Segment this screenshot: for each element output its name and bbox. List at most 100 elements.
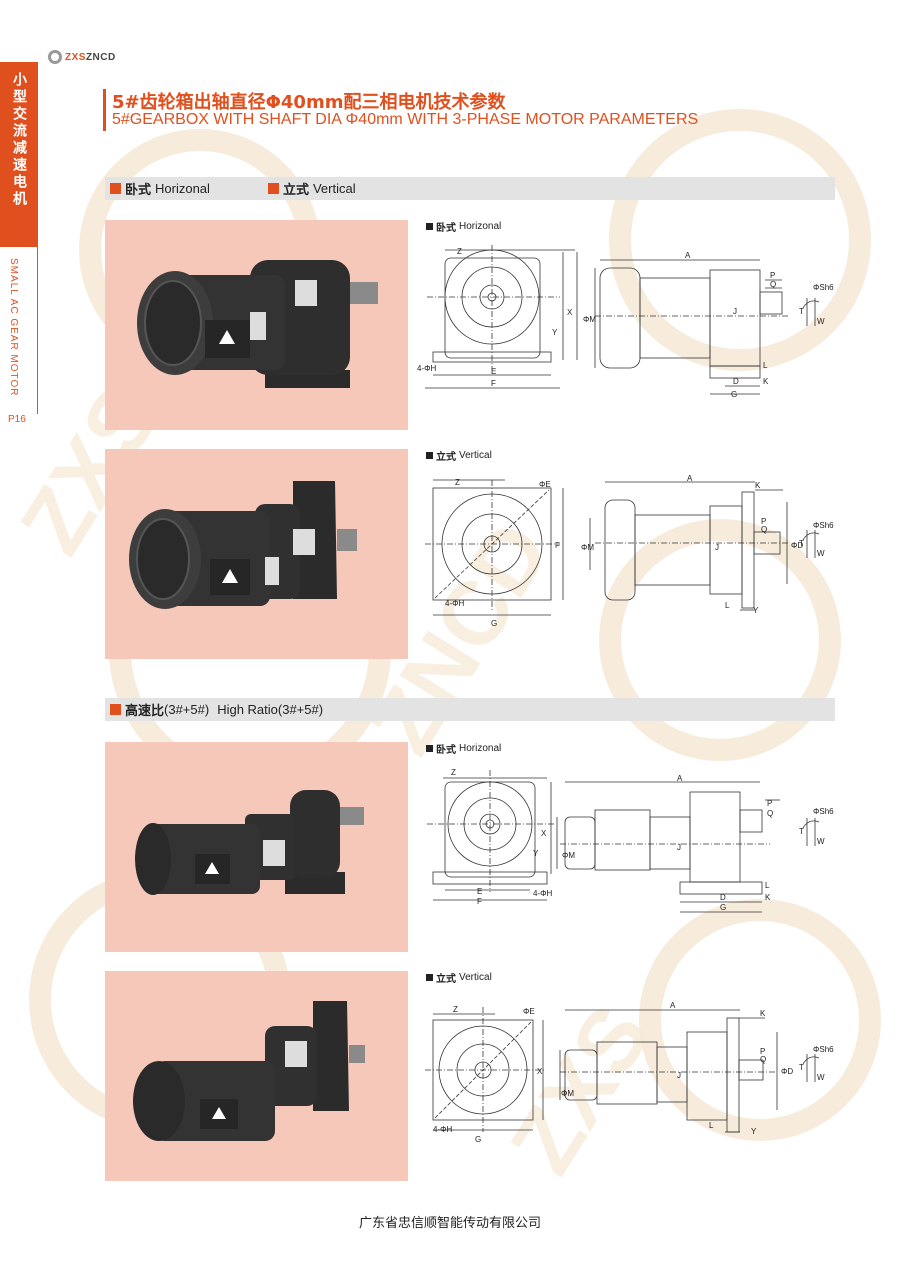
dim-j: J xyxy=(677,1071,681,1080)
dim-s: ΦSh6 xyxy=(813,283,834,292)
dim-s: ΦSh6 xyxy=(813,521,834,530)
dim-g: G xyxy=(731,390,737,399)
side-tab-title: 小型交流减速电机 xyxy=(11,72,27,208)
section-tab-high-ratio: 高速比 (3#+5#) High Ratio(3#+5#) xyxy=(110,700,323,719)
footer-company-name: 广东省忠信顺智能传动有限公司 xyxy=(358,1216,541,1231)
dim-q: Q xyxy=(761,525,767,534)
dim-z: Z xyxy=(453,1005,458,1014)
dim-x: X xyxy=(541,829,547,838)
dim-w: W xyxy=(817,837,825,846)
dim-f: F xyxy=(555,541,560,550)
section-tab-horizontal: 卧式 Horizonal xyxy=(110,179,210,198)
dim-h: 4-ΦH xyxy=(433,1125,452,1134)
dim-e: E xyxy=(491,367,496,376)
dim-a: A xyxy=(687,474,693,483)
gear-icon xyxy=(48,50,62,64)
dim-w: W xyxy=(817,1073,825,1082)
dim-y: Y xyxy=(552,328,558,337)
dim-k: K xyxy=(763,377,769,386)
page-title-cn: 5#齿轮箱出轴直径Φ40mm配三相电机技术参数 xyxy=(112,92,506,113)
dim-k: K xyxy=(760,1009,766,1018)
dim-e: E xyxy=(477,887,482,896)
dim-h: 4-ΦH xyxy=(533,889,552,898)
dim-j: J xyxy=(677,843,681,852)
drawing-label-horizontal: 卧式 Horizonal xyxy=(426,219,501,234)
dim-l: L xyxy=(765,881,770,890)
dim-w: W xyxy=(817,549,825,558)
dim-q: Q xyxy=(770,280,776,289)
dim-g: G xyxy=(720,903,726,912)
dim-t: T xyxy=(799,1063,804,1072)
dim-z: Z xyxy=(455,478,460,487)
drawing-label-high-ratio-horizontal: 卧式 Horizonal xyxy=(426,741,501,756)
dim-j: J xyxy=(715,543,719,552)
photo-high-ratio-horizontal xyxy=(105,742,408,952)
drawing-label-high-ratio-vertical: 立式 Vertical xyxy=(426,970,492,985)
drawing-label-vertical: 立式 Vertical xyxy=(426,448,492,463)
dim-d: D xyxy=(720,893,726,902)
dim-pe: ΦE xyxy=(539,480,551,489)
dim-q: Q xyxy=(760,1055,766,1064)
dim-w: W xyxy=(817,317,825,326)
title-accent-bar xyxy=(103,89,106,131)
square-bullet-icon xyxy=(110,183,121,194)
page-title-en: 5#GEARBOX WITH SHAFT DIA Φ40mm WITH 3-PH… xyxy=(112,111,699,128)
dim-q: Q xyxy=(767,809,773,818)
dim-pd: ΦD xyxy=(781,1067,793,1076)
dim-x: X xyxy=(567,308,573,317)
drawing-high-ratio-vertical: Z ΦE A X G 4-ΦH ΦM K P Q J L Y ΦD ΦSh6 T… xyxy=(425,1001,834,1144)
side-tab: 小型交流减速电机 xyxy=(0,62,38,247)
dim-t: T xyxy=(799,827,804,836)
motor-high-ratio-horizontal-image xyxy=(135,790,364,895)
square-bullet-icon xyxy=(426,452,433,459)
dim-l: L xyxy=(763,361,768,370)
dim-h: 4-ΦH xyxy=(445,599,464,608)
dim-f: F xyxy=(491,379,496,388)
photo-horizontal-motor xyxy=(105,220,408,430)
photo-vertical-motor xyxy=(105,449,408,659)
dim-s: ΦSh6 xyxy=(813,1045,834,1054)
dim-d: D xyxy=(733,377,739,386)
dim-z: Z xyxy=(451,768,456,777)
motor-vertical-image xyxy=(129,481,357,609)
dim-y: Y xyxy=(751,1127,757,1136)
dim-a: A xyxy=(685,251,691,260)
square-bullet-icon xyxy=(426,745,433,752)
dim-m: ΦM xyxy=(562,851,575,860)
motor-high-ratio-vertical-image xyxy=(133,1001,365,1141)
section-bar-high-ratio: 高速比 (3#+5#) High Ratio(3#+5#) xyxy=(105,698,835,721)
dim-m: ΦM xyxy=(561,1089,574,1098)
dim-p: P xyxy=(767,799,772,808)
dim-pe: ΦE xyxy=(523,1007,535,1016)
page-number: P16 xyxy=(8,414,26,425)
drawing-horizontal: Z A X Y E F 4-ΦH ΦM D K L G P Q J ΦSh6 T… xyxy=(417,245,834,399)
dim-m: ΦM xyxy=(581,543,594,552)
dim-a: A xyxy=(677,774,683,783)
side-divider xyxy=(37,62,38,414)
dim-t: T xyxy=(799,307,804,316)
dim-h: 4-ΦH xyxy=(417,364,436,373)
section-tab-vertical: 立式 Vertical xyxy=(267,179,356,198)
square-bullet-icon xyxy=(426,974,433,981)
dim-l: L xyxy=(725,601,730,610)
motor-horizontal-image xyxy=(137,260,378,388)
dim-p: P xyxy=(770,271,775,280)
square-bullet-icon xyxy=(110,704,121,715)
logo-text: ZXSZNCD xyxy=(65,51,116,63)
photo-high-ratio-vertical xyxy=(105,971,408,1181)
square-bullet-icon xyxy=(426,223,433,230)
dim-k: K xyxy=(765,893,771,902)
drawing-vertical: Z ΦE A F G 4-ΦH ΦM K P Q J L Y ΦD ΦSh6 T… xyxy=(425,474,834,628)
section-bar-standard: 卧式 Horizonal 立式 Vertical xyxy=(105,177,835,200)
dim-a: A xyxy=(670,1001,676,1010)
dim-f: F xyxy=(477,897,482,906)
dim-t: T xyxy=(799,539,804,548)
brand-logo: ZXSZNCD xyxy=(48,50,116,64)
dim-l: L xyxy=(709,1121,714,1130)
side-english-label: SMALL AC GEAR MOTOR xyxy=(8,258,19,397)
dim-m: ΦM xyxy=(583,315,596,324)
dim-k: K xyxy=(755,481,761,490)
dim-y: Y xyxy=(753,606,759,615)
drawing-high-ratio-horizontal: Z A X Y E F 4-ΦH ΦM D K L G P Q J ΦSh6 T… xyxy=(427,768,834,913)
dim-j: J xyxy=(733,307,737,316)
